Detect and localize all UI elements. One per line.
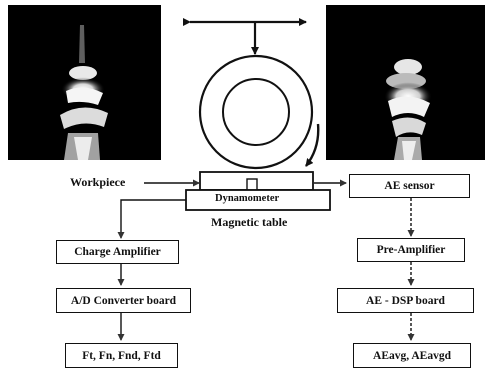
pre-amplifier-box: Pre-Amplifier	[357, 238, 465, 262]
workpiece-sensor-stud	[247, 179, 257, 190]
ae-dsp-board-box: AE - DSP board	[337, 288, 474, 313]
ae-sensor-box: AE sensor	[349, 174, 470, 198]
forces-output-box: Ft, Fn, Fnd, Ftd	[65, 343, 178, 368]
dynamometer-label: Dynamometer	[215, 193, 279, 204]
workpiece-label: Workpiece	[70, 175, 125, 190]
charge-amplifier-box: Charge Amplifier	[56, 240, 179, 264]
grinding-wheel-inner	[223, 79, 289, 145]
ae-outputs-box: AEavg, AEavgd	[353, 343, 471, 368]
dyno-to-charge-amp-line	[121, 200, 186, 238]
magnetic-table-label: Magnetic table	[211, 215, 287, 230]
ad-converter-box: A/D Converter board	[56, 288, 191, 313]
